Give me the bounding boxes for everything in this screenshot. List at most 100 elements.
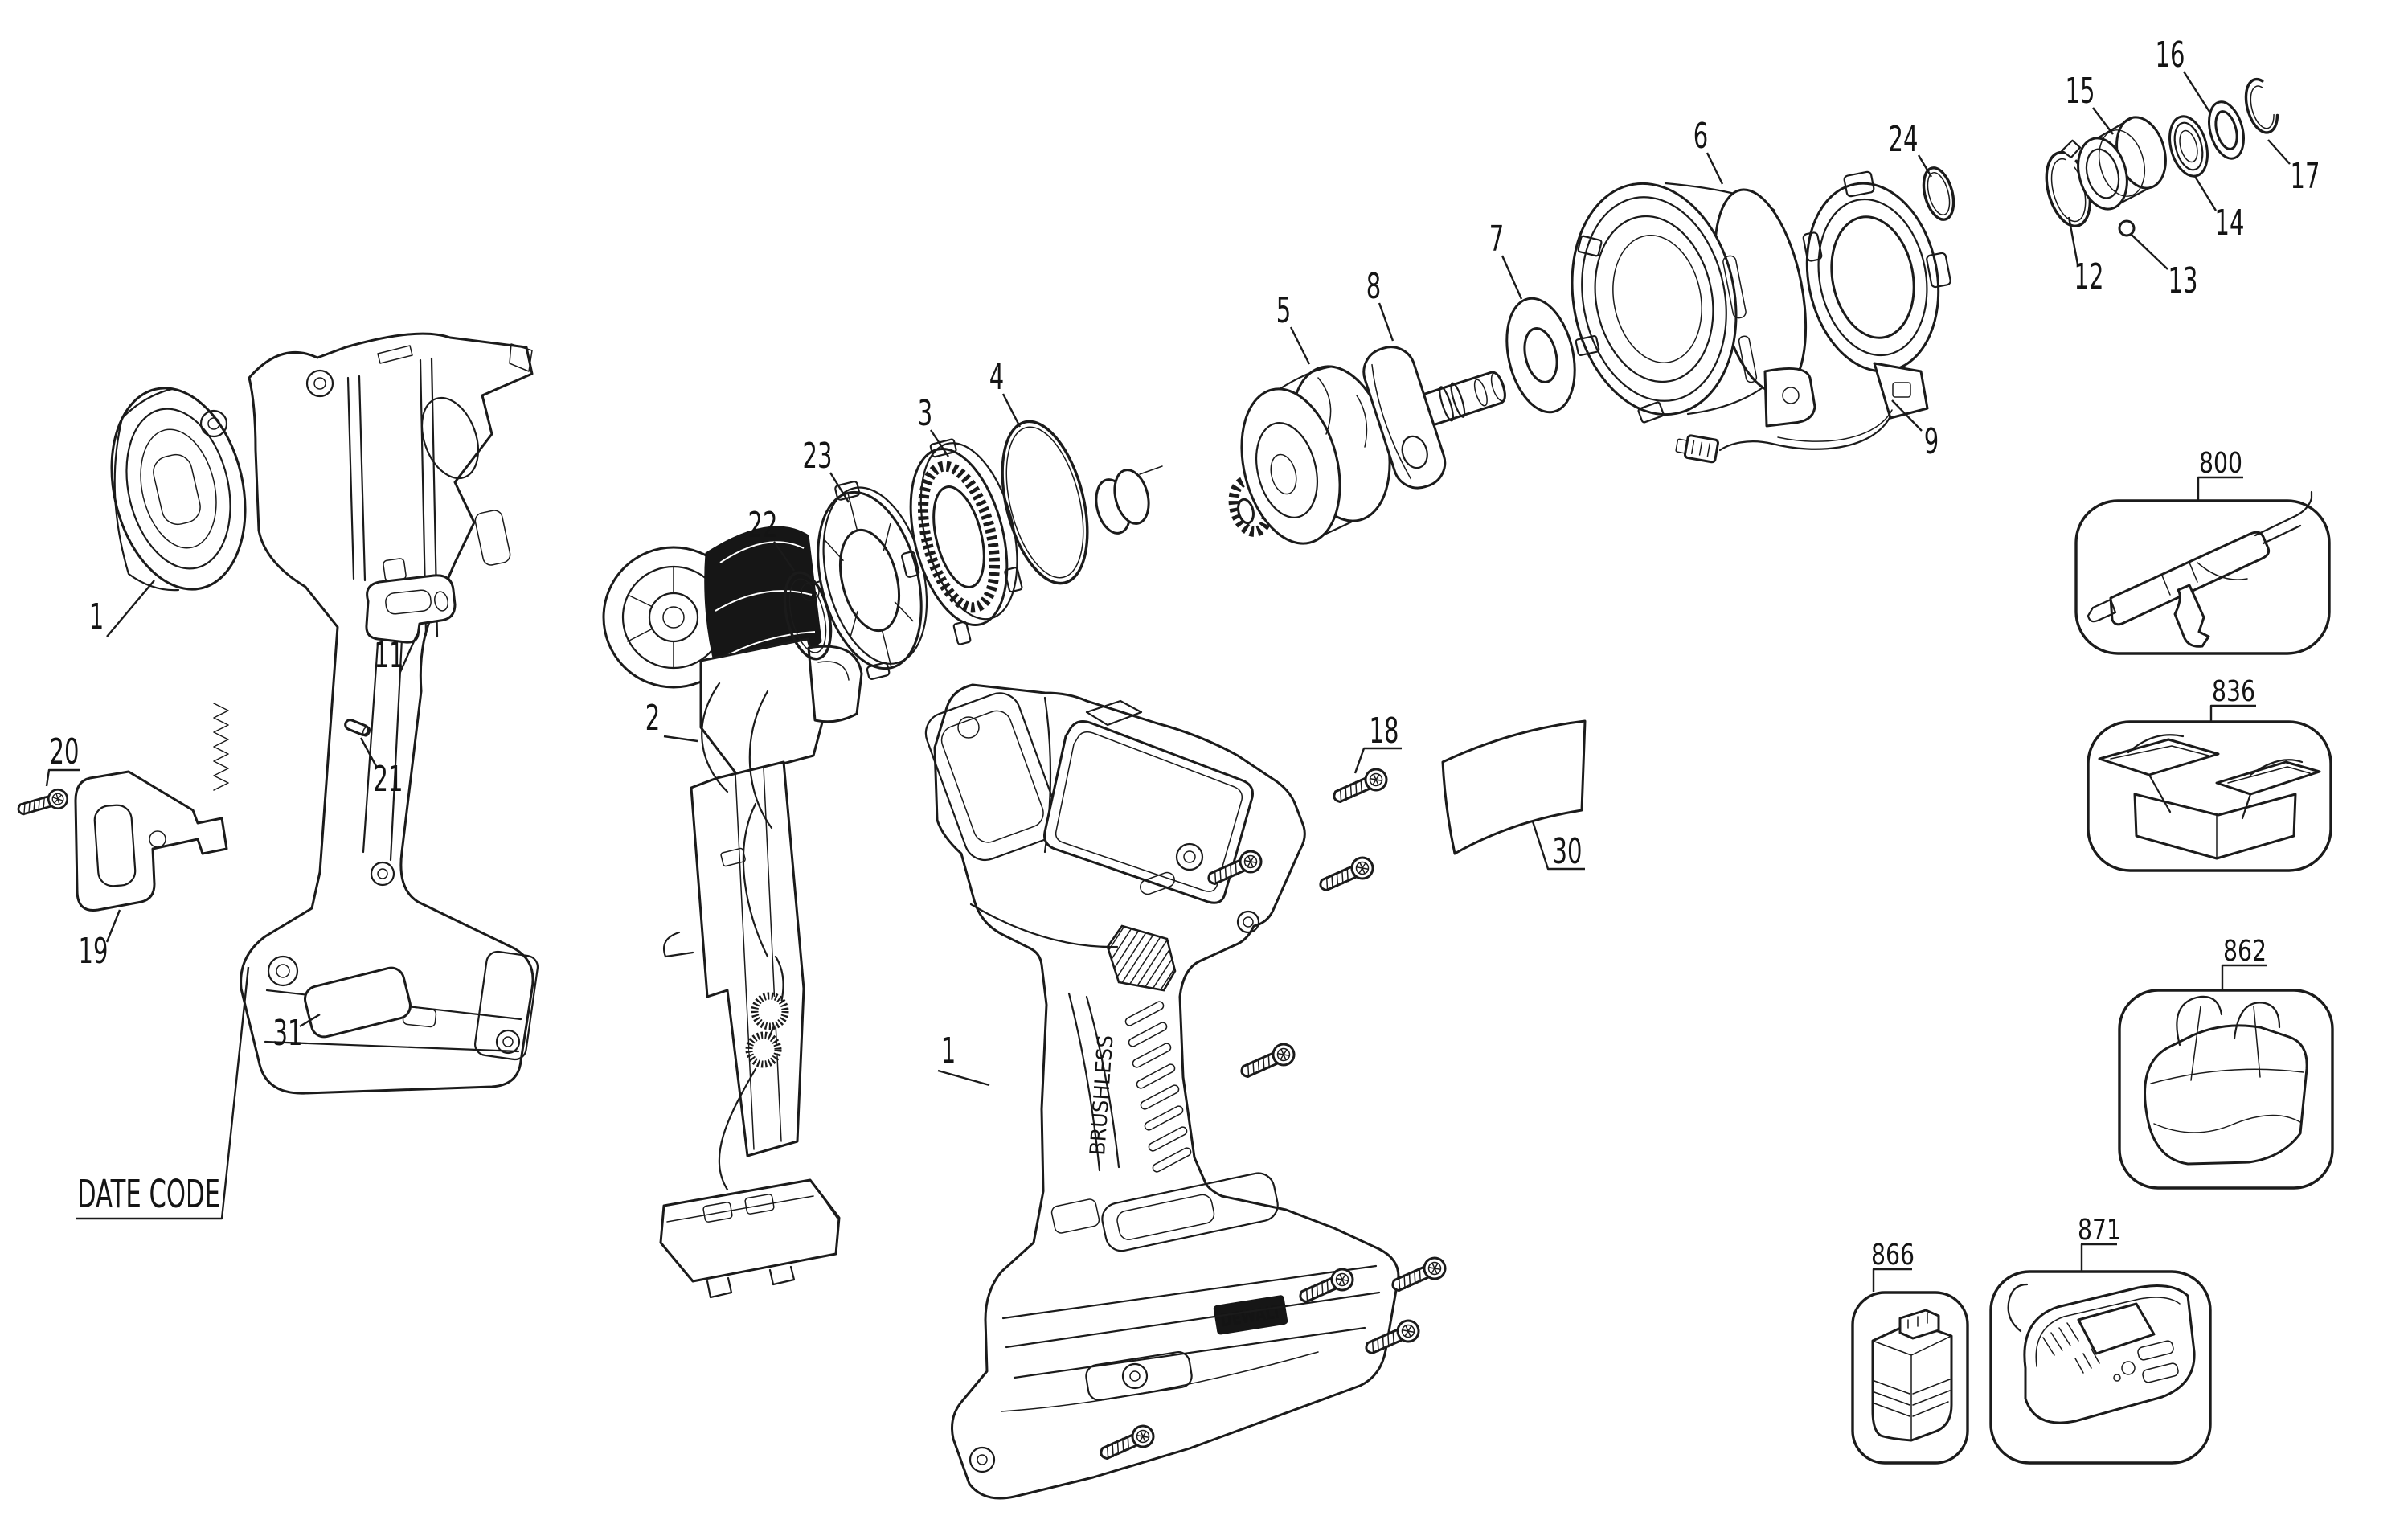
part-belt-hook (74, 770, 228, 912)
callout-leader-ring-gear-3 (930, 429, 949, 457)
callout-ring-gear-3: 3 (918, 393, 949, 457)
callout-leader-pin-21 (359, 737, 379, 768)
callout-label-date-code: DATE CODE (77, 1172, 220, 1217)
callout-leader-o-ring-4 (1001, 393, 1022, 428)
callout-leader-acc-862 (2221, 964, 2267, 989)
part-washer-16 (2208, 100, 2245, 160)
part-o-ring-4 (1001, 420, 1089, 585)
callout-label-acc-836: 836 (2212, 675, 2255, 708)
callout-label-acc-862: 862 (2223, 935, 2267, 968)
callout-label-seal-14: 14 (2215, 203, 2245, 244)
callout-acc-862: 862 (2221, 935, 2267, 989)
callout-bushing-15: 15 (2066, 71, 2114, 135)
accessory-box-800 (2074, 490, 2331, 655)
battery-charger-drawing (2007, 1283, 2196, 1424)
callout-label-acc-871: 871 (2078, 1214, 2121, 1247)
part-bushing-15 (2077, 116, 2167, 211)
part-washer-7 (1505, 297, 1576, 414)
callout-screw-20: 20 (45, 731, 80, 787)
part-housing-left (110, 332, 539, 1095)
callout-belt-hook: 19 (79, 909, 121, 972)
callout-leader-o-ring-22 (773, 541, 795, 572)
callout-leader-motor-assembly (663, 735, 698, 743)
callout-ring-12: 12 (2067, 216, 2104, 297)
callout-label-belt-hook: 19 (79, 931, 109, 972)
callout-leader-washer-16 (2182, 71, 2211, 113)
callout-acc-800: 800 (2197, 447, 2243, 500)
grip-vent-slots (1124, 1001, 1192, 1173)
part-motor-assembly (602, 526, 864, 1299)
accessory-box-836 (2087, 720, 2332, 872)
callout-label-o-ring-24: 24 (1889, 119, 1919, 160)
part-clip-17 (2244, 77, 2279, 134)
part-pin-21 (344, 719, 371, 737)
callout-bit-holder: 11 (375, 633, 419, 676)
callout-label-bit-holder: 11 (375, 635, 404, 676)
callout-leader-anvil-8 (1378, 302, 1394, 342)
callout-retainer-23: 23 (803, 436, 850, 503)
battery-pack-drawing (1871, 1309, 1953, 1442)
callout-label-gear-case-6: 6 (1693, 116, 1708, 157)
callout-label-o-ring-22: 22 (748, 505, 778, 546)
callout-o-ring-24: 24 (1889, 119, 1933, 178)
grease-gun-drawing (2087, 490, 2313, 648)
callout-screws-18: 18 (1353, 711, 1402, 774)
callout-label-ring-12: 12 (2074, 256, 2104, 297)
callout-acc-871: 871 (2078, 1214, 2121, 1271)
callout-label-label-31: 31 (273, 1013, 303, 1054)
callout-label-acc-800: 800 (2199, 447, 2242, 480)
accessory-box-866 (1851, 1291, 1969, 1465)
part-label-30 (1441, 719, 1587, 855)
callout-leader-acc-866 (1872, 1268, 1912, 1292)
callout-label-screw-20: 20 (50, 731, 80, 772)
callout-leader-date-code (76, 966, 250, 1220)
callout-leader-belt-hook (105, 909, 121, 943)
callout-leader-screw-20 (45, 768, 80, 787)
callout-leader-ring-12 (2067, 216, 2079, 265)
tool-box-drawing (2098, 734, 2321, 860)
callout-washer-7: 7 (1489, 219, 1523, 300)
callout-label-retainer-23: 23 (803, 436, 833, 477)
part-seal-14 (2168, 115, 2209, 178)
callout-label-clip-17: 17 (2291, 156, 2320, 197)
callout-pin-21: 21 (359, 737, 403, 800)
callout-label-washer-7: 7 (1489, 219, 1504, 260)
callout-label-30: 30 (1531, 821, 1585, 872)
callout-label-31: 31 (273, 1013, 321, 1054)
callout-leader-bit-holder (399, 633, 419, 673)
part-label-31 (304, 966, 412, 1039)
callout-label-motor-assembly: 2 (645, 698, 660, 739)
callout-leader-washer-7 (1501, 255, 1523, 300)
part-anvil-8 (1362, 346, 1506, 490)
callout-leader-ball-13 (2131, 234, 2168, 270)
callout-label-washer-16: 16 (2156, 35, 2185, 76)
grille-vent (1106, 924, 1177, 992)
callout-anvil-8: 8 (1366, 266, 1394, 342)
callout-seal-14: 14 (2193, 174, 2245, 244)
callout-leader-label-31 (299, 1013, 321, 1028)
callout-o-ring-22: 22 (748, 505, 795, 572)
part-led-ring-9 (1675, 170, 1951, 464)
part-ring-gear-3 (909, 438, 1023, 645)
part-o-ring-24 (1922, 166, 1955, 221)
callout-ball-13: 13 (2131, 234, 2197, 301)
callout-leader-acc-800 (2197, 476, 2243, 500)
callout-date-code: DATE CODE (76, 966, 250, 1220)
callout-washer-16: 16 (2156, 35, 2211, 113)
callout-label-o-ring-4: 4 (989, 357, 1004, 398)
callout-gear-case-6: 6 (1693, 116, 1724, 185)
callout-leader-screws-18 (1353, 747, 1402, 774)
callout-leader-label-30 (1531, 821, 1585, 871)
callout-motor-assembly: 2 (645, 698, 698, 743)
part-gear-case-6 (1571, 182, 1816, 428)
callout-housing-left: 1 (89, 580, 155, 637)
part-ball-13 (2118, 219, 2136, 237)
callout-label-ring-gear-3: 3 (918, 393, 932, 434)
callout-label-hammer-5: 5 (1276, 290, 1291, 331)
callout-leader-seal-14 (2193, 174, 2218, 211)
callout-leader-tool-main (937, 1069, 990, 1087)
part-tool-main: BRUSHLESS DEWALT (924, 683, 1400, 1500)
part-bit-holder-11 (365, 574, 457, 644)
